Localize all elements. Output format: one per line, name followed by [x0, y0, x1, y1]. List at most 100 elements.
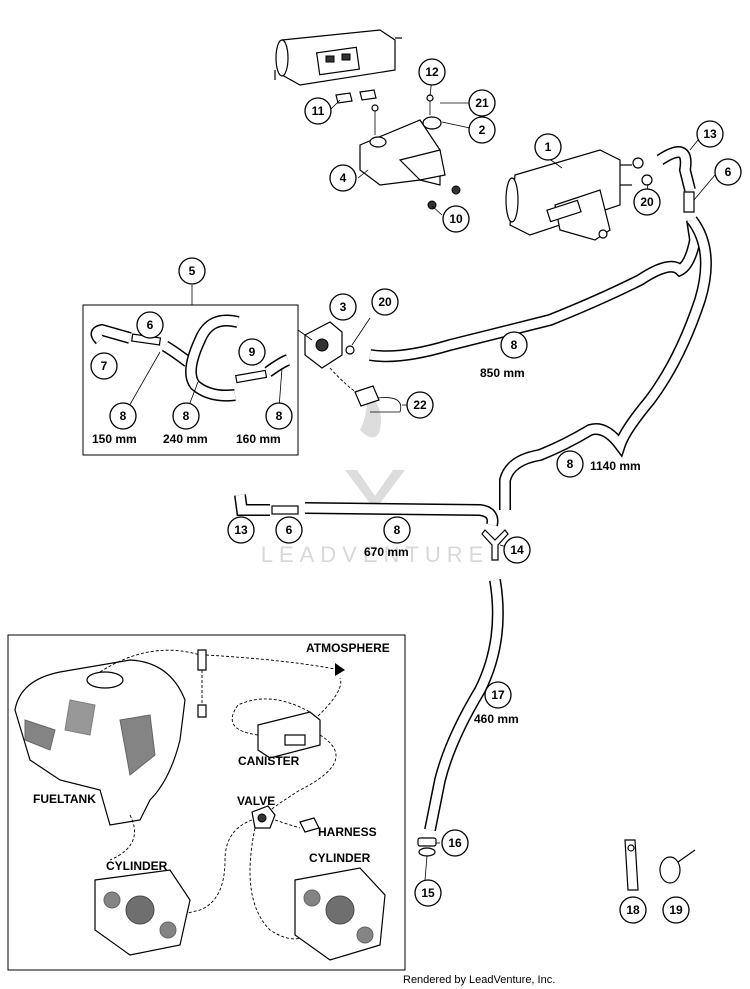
svg-text:20: 20 — [378, 295, 392, 309]
label-atmosphere: ATMOSPHERE — [306, 641, 390, 655]
svg-text:14: 14 — [510, 543, 524, 557]
label-fueltank: FUELTANK — [33, 792, 96, 806]
canister-schematic — [257, 711, 321, 759]
callout-1: 1 — [534, 133, 562, 161]
cable-tie-19 — [659, 849, 696, 884]
label-valve: VALVE — [237, 794, 275, 808]
svg-text:7: 7 — [101, 359, 108, 373]
callout-19: 19 — [662, 896, 690, 924]
callout-13: 13 — [227, 516, 255, 544]
label-canister: CANISTER — [238, 754, 300, 768]
callout-10: 10 — [442, 205, 470, 233]
length-850: 850 mm — [480, 366, 525, 380]
length-1140: 1140 mm — [590, 459, 641, 473]
callout-6: 6 — [275, 516, 303, 544]
callout-2: 2 — [468, 116, 496, 144]
callout-8: 8 — [383, 516, 411, 544]
svg-text:22: 22 — [413, 398, 427, 412]
callout-7: 7 — [90, 352, 118, 380]
svg-text:4: 4 — [340, 171, 347, 185]
y-connector-14 — [481, 529, 509, 561]
callout-15: 15 — [414, 879, 442, 907]
svg-text:6: 6 — [725, 165, 732, 179]
callout-16: 16 — [441, 829, 469, 857]
hose-460 — [424, 579, 504, 832]
hose-13-top-right — [656, 146, 696, 213]
svg-text:16: 16 — [448, 836, 462, 850]
length-150: 150 mm — [92, 432, 137, 446]
svg-text:1: 1 — [545, 140, 552, 154]
svg-text:8: 8 — [394, 523, 401, 537]
watermark-text: LEADVENTURE — [261, 542, 490, 567]
callout-14: 14 — [503, 536, 531, 564]
bracket-4 — [359, 94, 461, 210]
svg-text:2: 2 — [479, 123, 486, 137]
length-670: 670 mm — [364, 545, 409, 559]
callout-13: 13 — [696, 120, 724, 148]
hose-670 — [234, 494, 499, 527]
canister-top — [274, 29, 402, 86]
hose-850 — [369, 219, 702, 363]
harness-22 — [329, 367, 402, 413]
length-160: 160 mm — [236, 432, 281, 446]
callout-8: 8 — [265, 402, 293, 430]
callout-4: 4 — [329, 164, 357, 192]
svg-text:8: 8 — [276, 409, 283, 423]
svg-text:15: 15 — [421, 886, 435, 900]
callout-20: 20 — [633, 188, 661, 216]
callout-18: 18 — [619, 896, 647, 924]
hose-kit-5-box — [82, 285, 313, 456]
hose-1140 — [499, 216, 712, 510]
svg-text:6: 6 — [286, 523, 293, 537]
svg-text:8: 8 — [511, 338, 518, 352]
svg-text:5: 5 — [189, 264, 196, 278]
callout-8: 8 — [109, 402, 137, 430]
clamps-20-top — [632, 157, 653, 186]
schematic-inset: ATMOSPHERE CANISTER FUELTANK VALVE HARNE… — [7, 634, 406, 971]
canister-1 — [505, 149, 632, 241]
svg-text:17: 17 — [491, 688, 505, 702]
svg-text:13: 13 — [703, 127, 717, 141]
length-460: 460 mm — [474, 712, 519, 726]
callout-12: 12 — [418, 58, 446, 86]
valve-schematic — [251, 805, 276, 829]
clamp-16-part-15 — [417, 837, 437, 857]
length-240: 240 mm — [163, 432, 208, 446]
svg-text:8: 8 — [567, 457, 574, 471]
svg-text:10: 10 — [449, 212, 463, 226]
svg-text:18: 18 — [626, 903, 640, 917]
svg-text:21: 21 — [475, 96, 489, 110]
label-harness: HARNESS — [318, 825, 377, 839]
svg-text:8: 8 — [183, 409, 190, 423]
arrow-icon — [335, 663, 345, 676]
svg-text:20: 20 — [640, 195, 654, 209]
svg-text:11: 11 — [312, 104, 325, 118]
fuel-tank-illustration — [14, 659, 186, 826]
callout-22: 22 — [406, 391, 434, 419]
callout-8: 8 — [500, 331, 528, 359]
cylinder-left-illustration — [94, 869, 191, 956]
callout-11: 11 — [304, 97, 332, 125]
svg-text:13: 13 — [234, 523, 248, 537]
footer-credit: Rendered by LeadVenture, Inc. — [403, 974, 555, 986]
tie-18 — [624, 839, 639, 891]
callout-3: 3 — [329, 293, 357, 321]
clips-11 — [335, 89, 377, 104]
leadventure-watermark: LEADVENTURE — [261, 390, 490, 567]
callout-6: 6 — [714, 158, 742, 186]
svg-text:9: 9 — [249, 345, 256, 359]
cylinder-right-illustration — [294, 867, 386, 961]
callout-9: 9 — [238, 338, 266, 366]
svg-text:3: 3 — [340, 300, 347, 314]
callout-6: 6 — [136, 311, 164, 339]
callout-8: 8 — [172, 402, 200, 430]
callout-5: 5 — [178, 257, 206, 285]
label-cylinder-left: CYLINDER — [106, 859, 168, 873]
valve-3 — [304, 321, 355, 369]
svg-text:12: 12 — [425, 65, 439, 79]
svg-text:8: 8 — [120, 409, 127, 423]
svg-text:19: 19 — [669, 903, 683, 917]
callout-21: 21 — [468, 89, 496, 117]
